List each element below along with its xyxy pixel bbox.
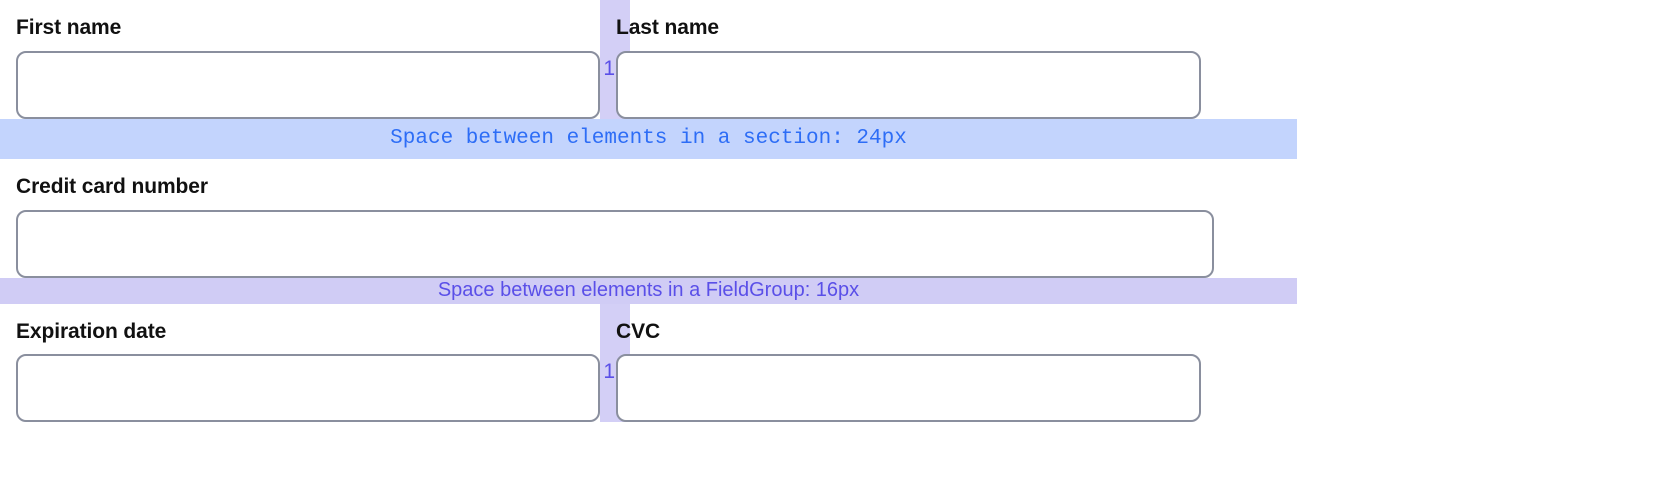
field-group-credit-card-number: Credit card number — [0, 159, 1297, 278]
fieldgroup-spacing-annotation-text: Space between elements in a FieldGroup: … — [437, 279, 860, 302]
expiration-date-input[interactable] — [16, 354, 600, 423]
field-group-expiration-date: Expiration date — [0, 304, 600, 423]
section-spacing-annotation-text: Space between elements in a section: 24p… — [390, 127, 907, 151]
first-name-input[interactable] — [16, 50, 600, 119]
cvc-label: CVC — [616, 319, 661, 343]
last-name-input[interactable] — [616, 50, 1201, 119]
fieldgroup-spacing-annotation-bar: Space between elements in a FieldGroup: … — [0, 277, 1297, 304]
expiry-cvc-field-row: 16 Expiration date CVC — [0, 303, 1297, 423]
credit-card-number-input[interactable] — [16, 209, 1214, 278]
field-group-last-name: Last name — [600, 0, 1267, 119]
field-group-cvc: CVC — [600, 304, 1267, 423]
last-name-label: Last name — [616, 16, 719, 39]
cvc-input[interactable] — [616, 354, 1201, 423]
name-field-row: 16 First name Last name — [0, 0, 1297, 119]
first-name-label: First name — [16, 16, 122, 39]
payment-form: 16 First name Last name Space between el… — [0, 0, 1297, 423]
credit-card-number-label: Credit card number — [16, 174, 208, 198]
field-group-first-name: First name — [0, 0, 600, 119]
expiration-date-label: Expiration date — [16, 319, 167, 343]
section-spacing-annotation-bar: Space between elements in a section: 24p… — [0, 118, 1297, 159]
